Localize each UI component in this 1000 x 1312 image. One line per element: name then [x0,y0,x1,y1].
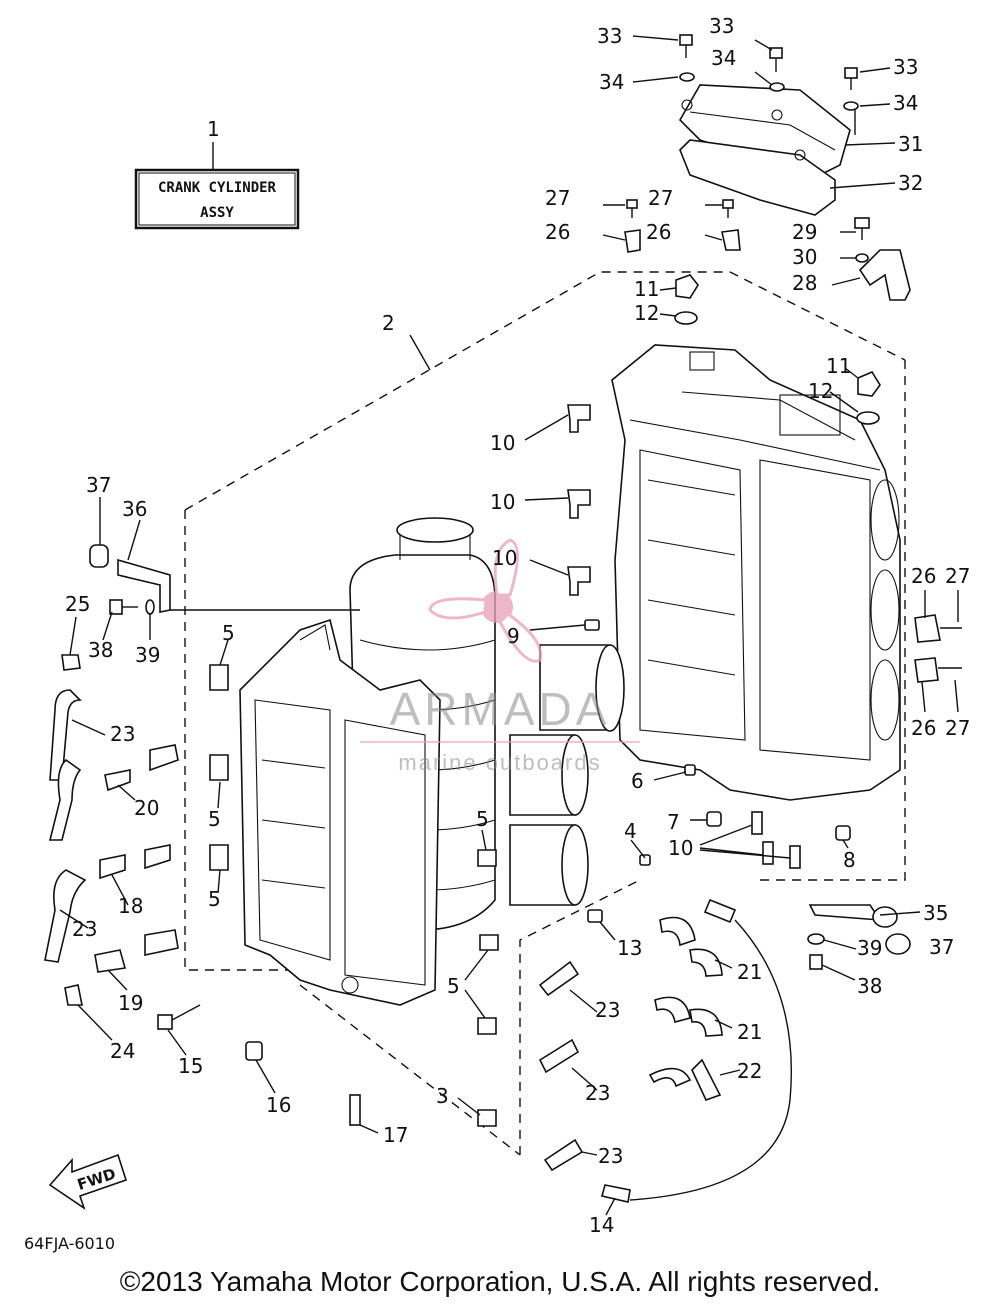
callout-26: 26 [911,564,936,588]
anode-35 [808,904,911,955]
callout-36: 36 [122,497,147,521]
title-box-line1: CRANK CYLINDER [158,180,277,196]
callout-5: 5 [476,807,489,831]
bracket-28 [858,249,911,301]
callout-23: 23 [598,1144,623,1168]
watermark-subtitle: marine outboards [398,750,601,775]
callout-30: 30 [792,245,817,269]
callout-31: 31 [898,132,923,156]
callout-10: 10 [668,836,693,860]
callout-2: 2 [382,311,395,335]
callout-23: 23 [585,1081,610,1105]
title-box-line2: ASSY [200,205,234,221]
callout-37: 37 [86,473,111,497]
callout-26: 26 [646,220,671,244]
callout-23: 23 [110,722,135,746]
callout-27: 27 [545,186,570,210]
crankcase [239,618,441,1006]
title-box: CRANK CYLINDER ASSY [134,142,300,230]
callout-34: 34 [599,70,624,94]
callout-5: 5 [208,807,221,831]
callout-17: 17 [383,1123,408,1147]
callout-4: 4 [624,819,637,843]
callout-39: 39 [135,643,160,667]
callout-28: 28 [792,271,817,295]
callout-35: 35 [923,901,948,925]
propeller-icon [428,538,543,663]
drawing-code: 64FJA-6010 [24,1234,116,1253]
callout-5: 5 [222,621,235,645]
callout-5: 5 [447,974,460,998]
callout-33: 33 [597,24,622,48]
hoses-left [44,689,179,973]
callout-33: 33 [709,14,734,38]
cylinder-block [611,344,901,801]
callout-10: 10 [492,546,517,570]
leader-lines [59,35,959,1216]
callout-10: 10 [490,431,515,455]
callout-37: 37 [929,935,954,959]
callout-20: 20 [134,796,159,820]
callout-8: 8 [843,848,856,872]
callout-25: 25 [65,592,90,616]
hoses-right [538,898,793,1203]
callout-1: 1 [207,117,220,141]
callout-26: 26 [545,220,570,244]
fasteners [61,34,962,1127]
callout-21: 21 [737,960,762,984]
callouts: 1 2 3 4 5 5 5 5 5 6 7 8 9 10 10 10 10 11… [65,14,970,1237]
callout-12: 12 [808,379,833,403]
callout-18: 18 [118,894,143,918]
callout-19: 19 [118,991,143,1015]
callout-39: 39 [857,936,882,960]
callout-29: 29 [792,220,817,244]
callout-21: 21 [737,1020,762,1044]
callout-38: 38 [857,974,882,998]
forward-arrow: FWD [48,1153,127,1210]
callout-6: 6 [631,769,644,793]
watermark-name: ARMADA [390,683,611,735]
callout-27: 27 [648,186,673,210]
callout-23: 23 [72,917,97,941]
callout-26: 26 [911,716,936,740]
callout-14: 14 [589,1213,614,1237]
callout-38: 38 [88,638,113,662]
callout-16: 16 [266,1093,291,1117]
callout-27: 27 [945,564,970,588]
callout-11: 11 [634,277,659,301]
callout-33: 33 [893,55,918,79]
callout-7: 7 [667,810,680,834]
callout-27: 27 [945,716,970,740]
callout-34: 34 [893,91,918,115]
callout-24: 24 [110,1039,135,1063]
copyright-notice: ©2013 Yamaha Motor Corporation, U.S.A. A… [119,1266,881,1297]
cover-and-gasket [679,84,856,216]
callout-12: 12 [634,301,659,325]
callout-32: 32 [898,171,923,195]
callout-11: 11 [826,354,851,378]
anode-36 [89,544,171,613]
callout-34: 34 [711,46,736,70]
callout-10: 10 [490,490,515,514]
callout-23: 23 [595,998,620,1022]
callout-13: 13 [617,936,642,960]
callout-3: 3 [436,1084,449,1108]
callout-15: 15 [178,1054,203,1078]
callout-9: 9 [507,624,520,648]
callout-22: 22 [737,1059,762,1083]
watermark: ARMADA marine outboards [360,538,640,775]
cylinder-liners [509,644,625,906]
callout-5: 5 [208,887,221,911]
